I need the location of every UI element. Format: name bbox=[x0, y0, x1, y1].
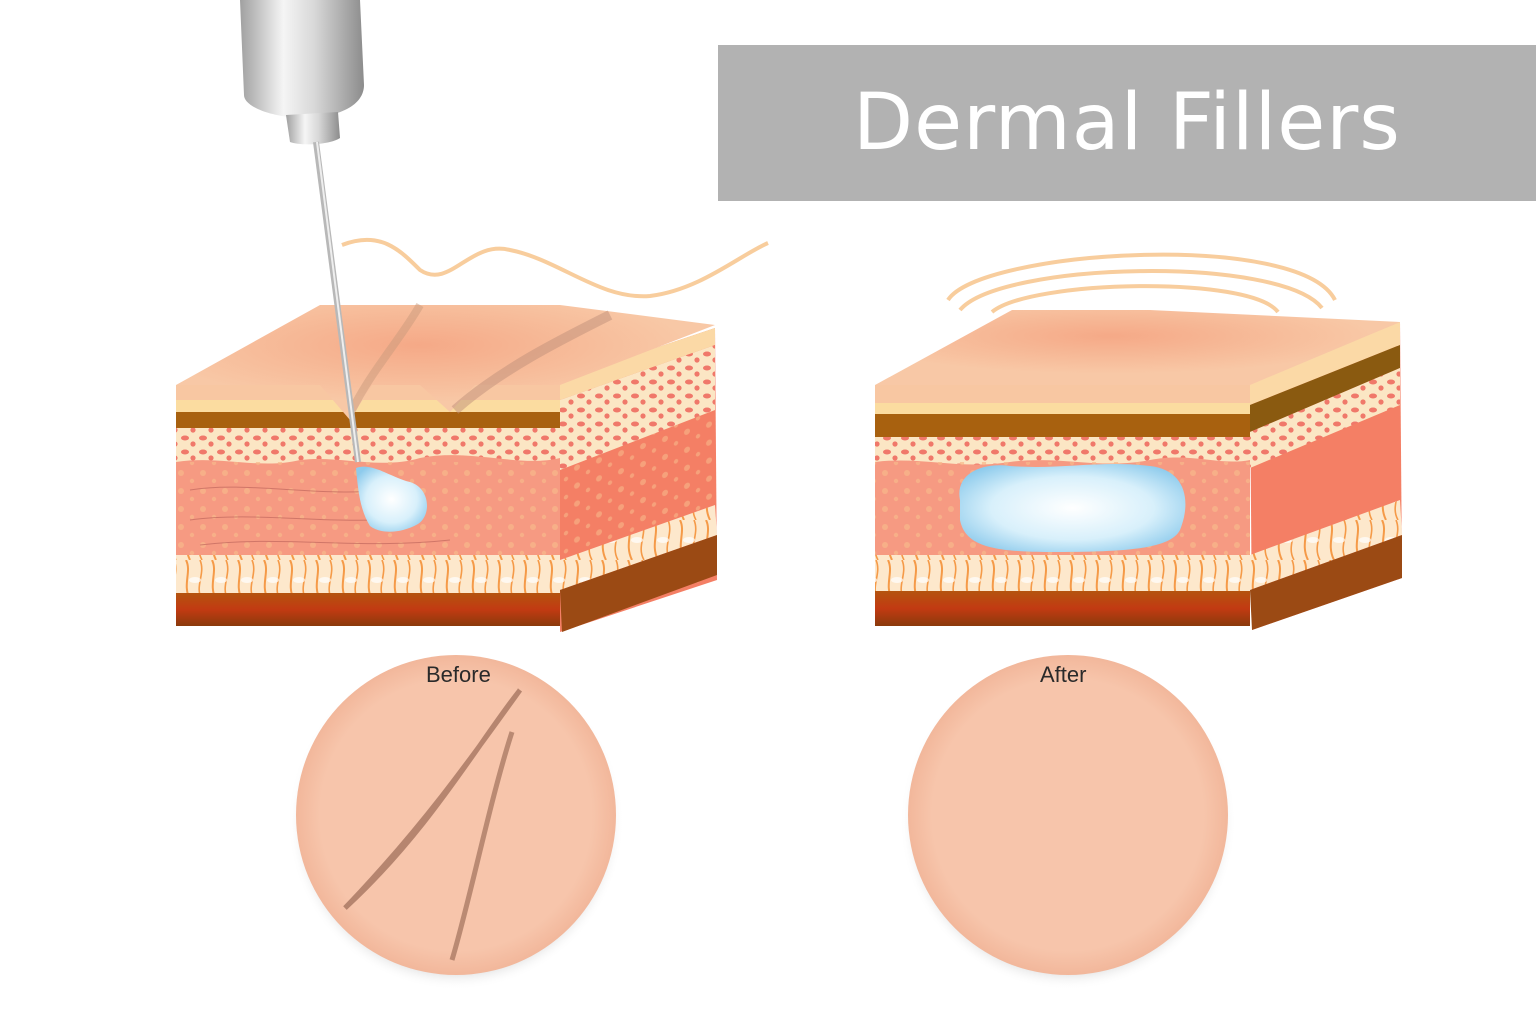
before-skin-closeup bbox=[288, 654, 624, 990]
filler-injection-blob bbox=[356, 466, 428, 532]
after-skin-closeup bbox=[900, 654, 1236, 990]
after-skin-block bbox=[875, 252, 1402, 630]
page-title: Dermal Fillers bbox=[853, 78, 1401, 168]
before-skin-block bbox=[176, 237, 769, 632]
before-label: Before bbox=[426, 662, 491, 687]
title-banner: Dermal Fillers bbox=[718, 45, 1536, 201]
after-label: After bbox=[1040, 662, 1087, 687]
smooth-wave-arc bbox=[946, 252, 1337, 302]
wrinkle-wave-line bbox=[341, 237, 769, 299]
filler-volume-blob bbox=[959, 464, 1186, 552]
syringe-icon bbox=[240, 0, 364, 463]
